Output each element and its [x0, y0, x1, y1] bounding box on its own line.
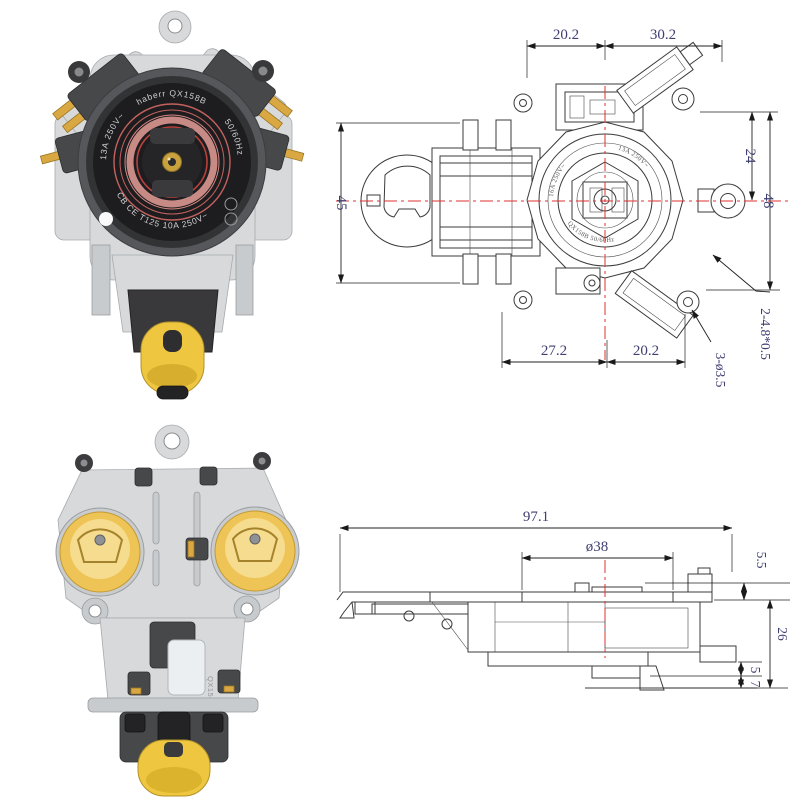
dim-label-step-lower: 7	[748, 681, 763, 688]
bottom-view-render: QX1588	[55, 424, 300, 797]
dim-label-left-height: 45	[333, 196, 349, 211]
dim-label-bottom-left-width: 27.2	[541, 343, 567, 359]
dim-label-right-upper-height: 24	[742, 149, 758, 165]
bottom-yellow-lever	[137, 739, 211, 797]
drawing-part-outline: 16A 250V~ 13A 250V~ QX158B 50/60Hz	[360, 41, 746, 339]
dim-label-top-left-width: 20.2	[553, 27, 579, 43]
dim-label-right-total-height: 48	[760, 194, 776, 209]
side-drawing-dimensions: 97.1 ø38 5.5 26 5 7	[339, 509, 790, 689]
bimetal-dome-right	[210, 506, 300, 596]
dim-label-bottom-right-width: 20.2	[633, 343, 659, 359]
grommet-rings	[68, 60, 274, 83]
terminal-top-right	[202, 49, 293, 131]
side-view-drawing: 97.1 ø38 5.5 26 5 7	[336, 509, 790, 691]
dim-label-hole-note: 3-ø3.5	[713, 353, 728, 388]
indicator-dot	[99, 212, 113, 226]
dim-label-top-right-width: 30.2	[650, 27, 676, 43]
bimetal-dome-left	[55, 507, 145, 597]
top-view-drawing: 16A 250V~ 13A 250V~ QX158B 50/60Hz	[333, 27, 792, 388]
dim-label-overall-length: 97.1	[523, 509, 549, 525]
top-drawing-dimensions: 20.2 30.2 45 24 48 27.2 20.2 2-4.8*0.5 3…	[333, 27, 780, 388]
lower-lever-assembly	[127, 289, 219, 400]
top-ear-hole	[167, 18, 183, 34]
dim-label-flange-diameter: ø38	[586, 539, 609, 555]
top-view-render: 13A 250V~ haberr QX158B 50/60Hz CB CE T1…	[39, 10, 305, 400]
thermostat-disc: 13A 250V~ haberr QX158B 50/60Hz CB CE T1…	[77, 67, 267, 257]
molded-code-text: QX1588	[206, 676, 215, 707]
dim-label-terminal-note: 2-4.8*0.5	[758, 308, 773, 360]
dim-label-top-offset: 5.5	[754, 552, 769, 569]
dim-label-step-upper: 5	[748, 667, 763, 674]
dim-label-body-height: 26	[775, 627, 790, 641]
bottom-render-mid-section: QX1588	[87, 617, 259, 763]
side-part-outline	[336, 567, 757, 691]
